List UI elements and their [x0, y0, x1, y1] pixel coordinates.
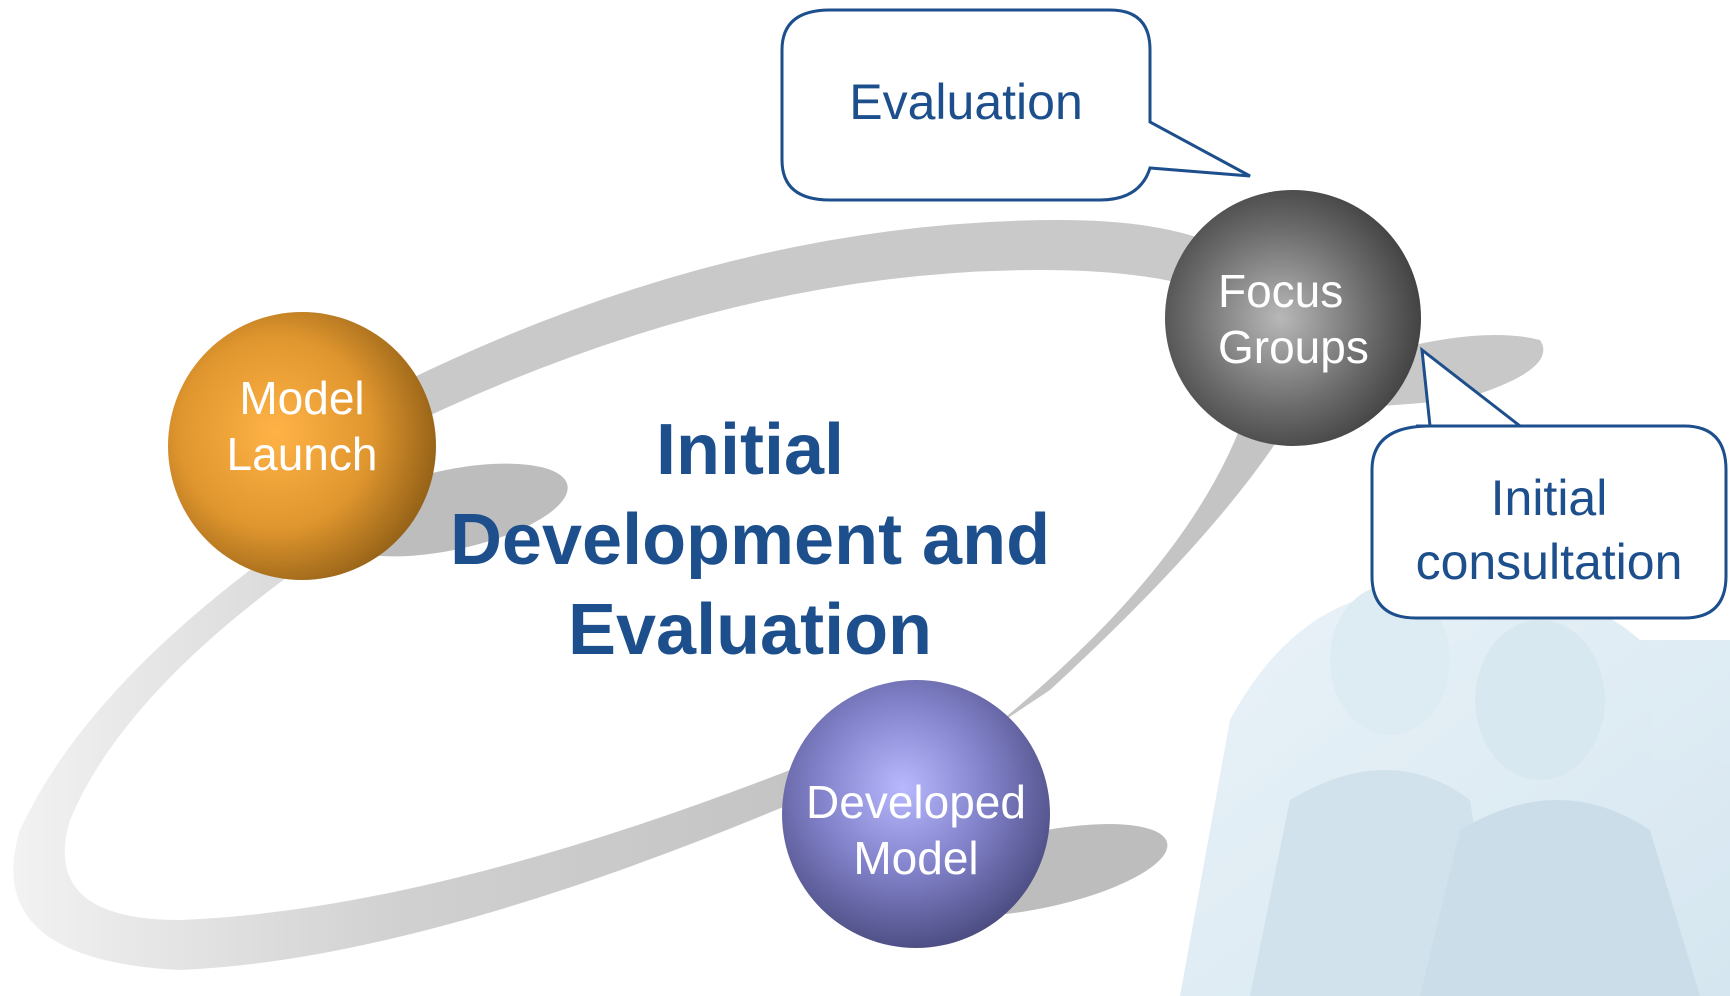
background-photo — [1180, 585, 1730, 996]
developed-model-label-line-1: Developed — [806, 776, 1026, 828]
initial-consultation-callout-outline — [1370, 346, 1728, 620]
evaluation-callout-bubble — [780, 8, 1251, 202]
evaluation-callout-line-1: Evaluation — [849, 74, 1083, 130]
developed-model-label: Developed Model — [776, 774, 1056, 886]
center-title-line-3: Evaluation — [567, 590, 933, 670]
evaluation-callout-text: Evaluation — [782, 70, 1150, 134]
developed-model-node[interactable] — [782, 680, 1050, 948]
focus-groups-node[interactable] — [1165, 190, 1421, 446]
model-launch-label-line-2: Launch — [226, 428, 378, 480]
focus-groups-label-line-1: Focus — [1218, 265, 1344, 317]
focus-groups-label-line-2: Groups — [1218, 321, 1369, 373]
initial-consultation-callout-line-2: consultation — [1415, 534, 1683, 590]
developed-model-label-line-2: Model — [853, 832, 979, 884]
model-launch-label: Model Launch — [182, 370, 422, 482]
center-title-line-1: Initial — [655, 410, 844, 490]
model-launch-node[interactable] — [168, 312, 436, 580]
center-title-line-2: Development and — [449, 500, 1051, 580]
model-launch-label-line-1: Model — [239, 372, 365, 424]
initial-consultation-callout-text: Initial consultation — [1372, 466, 1726, 594]
center-title: Initial Development and Evaluation — [370, 405, 1130, 675]
initial-consultation-callout-line-1: Initial — [1490, 470, 1608, 526]
focus-groups-label: Focus Groups — [1180, 263, 1468, 375]
